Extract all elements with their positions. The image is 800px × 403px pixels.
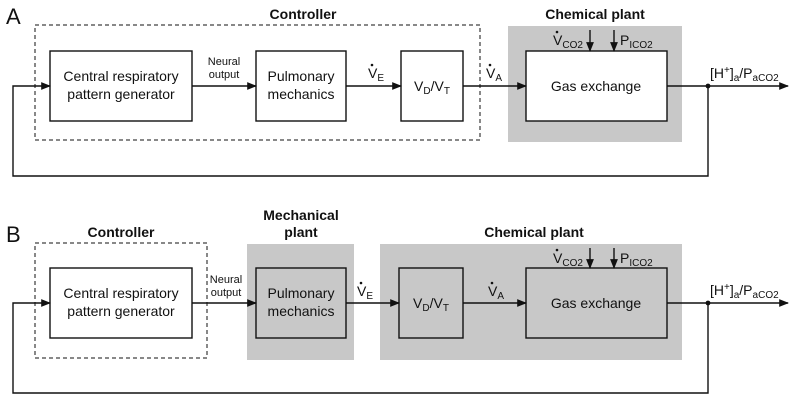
panel-b-mech-title-1: Mechanical: [263, 207, 338, 223]
panel-a-va-dot: [488, 63, 492, 67]
panel-a-vco2-dot: [555, 30, 559, 34]
panel-a-output-label: [H+]a/PaCO2: [710, 65, 779, 84]
panel-b-label: B: [6, 222, 21, 247]
panel-a-gas-exchange-label: Gas exchange: [551, 78, 641, 94]
panel-b-cpg-label-1: Central respiratory: [63, 285, 178, 301]
panel-b-vco2-label: VCO2: [553, 250, 583, 269]
panel-b-controller-title: Controller: [88, 224, 155, 240]
panel-a-vco2-label: VCO2: [553, 32, 583, 51]
panel-a-neural-label-2: output: [209, 69, 240, 81]
panel-b-mech-title-2: plant: [284, 224, 318, 240]
panel-b-vco2-dot: [555, 248, 559, 252]
panel-b-gas-exchange-block: [525, 267, 668, 339]
panel-b-central-pattern-generator-block: [49, 267, 193, 339]
panel-a-pulmonary-mechanics-block: [255, 50, 347, 122]
panel-a-controller-title: Controller: [270, 6, 337, 22]
panel-a-va-label: VA: [486, 65, 502, 84]
panel-a-neural-label-1: Neural: [208, 56, 240, 68]
panel-b-ve-dot: [359, 281, 363, 285]
panel-b-vd-vt-label: VD/VT: [413, 295, 449, 314]
panel-a-pm-label-1: Pulmonary: [268, 68, 335, 84]
panel-a-label: A: [6, 4, 21, 29]
panel-a-central-pattern-generator-block: [49, 50, 193, 122]
panel-a-pm-label-2: mechanics: [268, 86, 335, 102]
panel-b-va-dot: [490, 281, 494, 285]
panel-a-vd-vt-label: VD/VT: [414, 78, 450, 97]
panel-b-neural-label-2: output: [211, 287, 242, 299]
panel-a-vd-vt-block: [400, 50, 464, 122]
panel-b-gas-exchange-label: Gas exchange: [551, 295, 641, 311]
panel-a: A Controller Chemical plant Central resp…: [6, 4, 789, 177]
panel-b-output-label: [H+]a/PaCO2: [710, 282, 779, 301]
panel-a-chemical-plant-title: Chemical plant: [545, 6, 645, 22]
panel-b-va-label: VA: [488, 283, 504, 302]
panel-b-pm-label-2: mechanics: [268, 303, 335, 319]
panel-a-ve-label: VE: [368, 65, 384, 84]
panel-a-ve-dot: [370, 63, 374, 67]
panel-b-neural-label-1: Neural: [210, 274, 242, 286]
panel-b-controller-region: [34, 242, 208, 359]
panel-b-cpg-label-2: pattern generator: [67, 303, 175, 319]
panel-a-feedback-loop: [12, 82, 709, 177]
panel-a-pico2-label: PICO2: [620, 32, 653, 51]
panel-b-chemical-plant-title: Chemical plant: [484, 224, 584, 240]
panel-a-cpg-label-2: pattern generator: [67, 86, 175, 102]
panel-b: B Controller Mechanical plant Chemical p…: [6, 207, 789, 394]
panel-b-vd-vt-block: [398, 267, 464, 339]
panel-b-ve-label: VE: [357, 283, 373, 302]
panel-b-pm-label-1: Pulmonary: [268, 285, 335, 301]
panel-b-pico2-label: PICO2: [620, 250, 653, 269]
panel-a-cpg-label-1: Central respiratory: [63, 68, 178, 84]
panel-b-feedback-loop: [12, 299, 709, 394]
